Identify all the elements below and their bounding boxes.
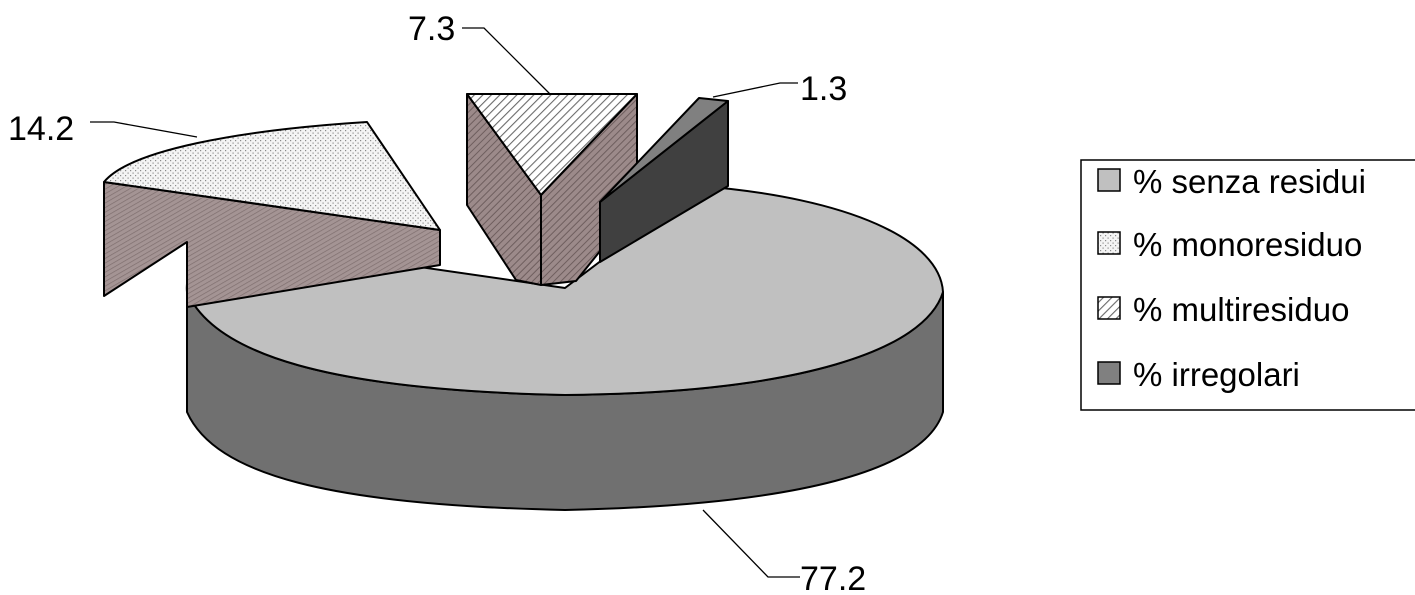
slice-top-monoresiduo: [103, 121, 441, 231]
legend-label-multiresiduo: % multiresiduo: [1133, 291, 1349, 328]
data-label-senza-residui: 77.2: [800, 560, 866, 595]
data-label-monoresiduo: 14.2: [8, 110, 74, 148]
leader-line-senza-residui: [702, 509, 800, 578]
pie-slices: [103, 93, 944, 511]
legend-swatch-senza-residui: [1097, 168, 1121, 192]
legend-box: [1080, 159, 1415, 411]
legend-label-senza-residui: % senza residui: [1133, 163, 1366, 200]
slice-top-irregolari: [599, 97, 729, 203]
leader-line-multiresiduo: [462, 27, 551, 95]
leader-line-irregolari: [712, 82, 798, 98]
legend-swatch-monoresiduo: [1097, 231, 1121, 255]
legend: % senza residui % monoresiduo % multires…: [1080, 159, 1415, 411]
legend-label-irregolari: % irregolari: [1133, 356, 1300, 393]
leader-line-monoresiduo: [90, 121, 198, 138]
legend-swatch-irregolari: [1097, 361, 1121, 385]
data-label-irregolari: 1.3: [800, 70, 847, 108]
slice-top-multiresiduo: [466, 93, 638, 196]
legend-swatch-multiresiduo: [1097, 296, 1121, 320]
legend-label-monoresiduo: % monoresiduo: [1133, 226, 1362, 263]
data-label-multiresiduo: 7.3: [408, 10, 455, 48]
leader-lines: [90, 27, 800, 578]
